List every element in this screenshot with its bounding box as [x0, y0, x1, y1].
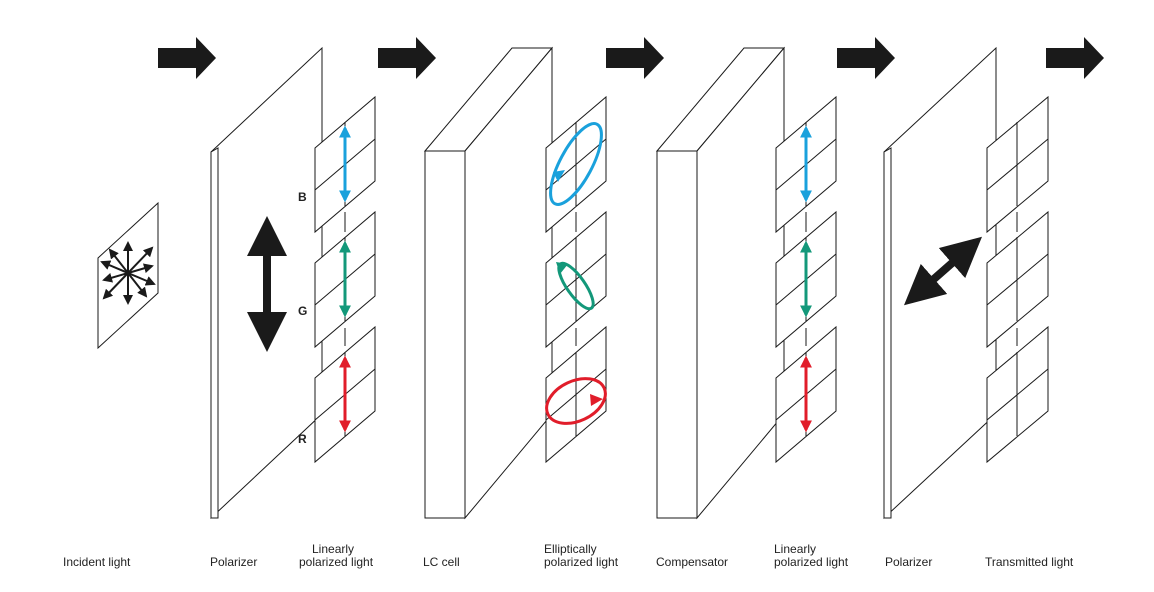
caption-linear-1-line1: Linearly	[312, 542, 354, 556]
flow-arrows	[158, 37, 1104, 79]
elliptic-light-stack	[545, 95, 607, 464]
channel-label-b: B	[298, 190, 307, 204]
compensator-slab	[655, 46, 786, 520]
grid-panel	[545, 95, 607, 234]
polarizer-1-panel	[210, 46, 323, 520]
grid-panel	[986, 210, 1049, 349]
caption-polarizer-2: Polarizer	[885, 555, 932, 569]
grid-panel	[545, 210, 607, 349]
right-arrow-icon	[606, 37, 664, 79]
linear-light-1-stack	[314, 95, 376, 464]
grid-panel	[775, 210, 837, 349]
caption-elliptic-line1: Elliptically	[544, 542, 597, 556]
linear-light-2-stack	[775, 95, 837, 464]
caption-lc-cell: LC cell	[423, 555, 460, 569]
polarizer-2-panel	[883, 46, 997, 520]
caption-transmitted-light: Transmitted light	[985, 555, 1074, 569]
grid-panel	[775, 325, 837, 464]
caption-elliptic-line2: polarized light	[544, 555, 619, 569]
caption-linear-2-line1: Linearly	[774, 542, 816, 556]
grid-panel	[314, 95, 376, 234]
grid-panel	[986, 325, 1049, 464]
caption-compensator: Compensator	[656, 555, 728, 569]
ellipse-arrow-icon	[545, 377, 607, 425]
polarizer-axis-diagonal	[903, 236, 983, 306]
transmitted-light-stack	[986, 95, 1049, 464]
right-arrow-icon	[837, 37, 895, 79]
grid-panel	[775, 95, 837, 234]
right-arrow-icon	[158, 37, 216, 79]
channel-label-r: R	[298, 432, 307, 446]
double-arrow-icon	[102, 263, 154, 283]
grid-panel	[986, 95, 1049, 234]
caption-linear-2-line2: polarized light	[774, 555, 849, 569]
ellipse-arrow-icon	[545, 253, 607, 306]
grid-panel	[314, 210, 376, 349]
caption-incident-light: Incident light	[63, 555, 131, 569]
right-arrow-icon	[1046, 37, 1104, 79]
grid-panel	[314, 325, 376, 464]
lc-cell-slab	[423, 46, 554, 520]
grid-panel	[545, 325, 607, 464]
incident-light-grid	[97, 201, 159, 350]
ellipse-arrow-icon	[549, 122, 603, 206]
caption-linear-1-line2: polarized light	[299, 555, 374, 569]
right-arrow-icon	[378, 37, 436, 79]
channel-label-g: G	[298, 304, 307, 318]
caption-polarizer-1: Polarizer	[210, 555, 257, 569]
